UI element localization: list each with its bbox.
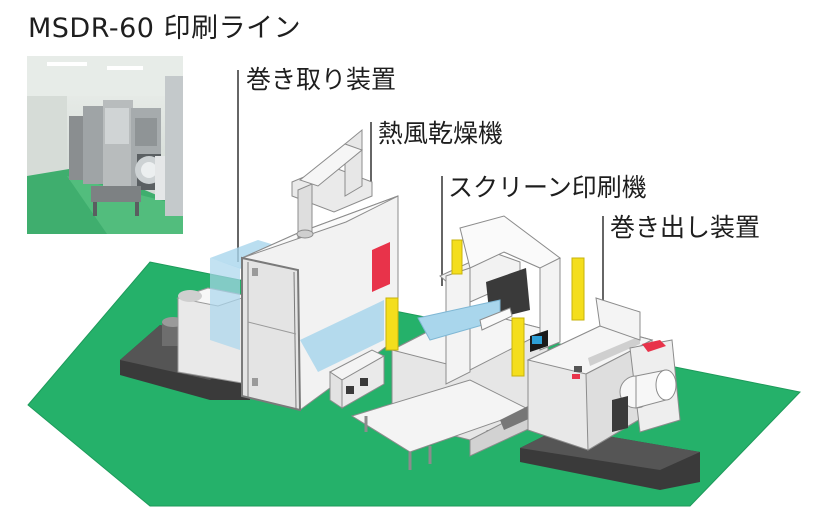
label-unwinder: 巻き出し装置 bbox=[610, 213, 761, 242]
unwinder-unit bbox=[520, 297, 700, 490]
label-screen-printer: スクリーン印刷機 bbox=[448, 173, 647, 202]
screen-printer bbox=[350, 215, 585, 470]
factory-photo bbox=[27, 56, 183, 234]
safety-post bbox=[451, 239, 463, 275]
conveyor-cart bbox=[329, 349, 386, 409]
label-rewinder: 巻き取り装置 bbox=[246, 65, 397, 94]
safety-post bbox=[511, 317, 525, 377]
diagram-title: MSDR-60 印刷ライン bbox=[28, 13, 302, 44]
leader-lines bbox=[237, 70, 604, 316]
safety-post bbox=[385, 297, 399, 351]
dryer-window bbox=[300, 300, 384, 372]
safety-post bbox=[571, 257, 585, 321]
dryer-red-panel bbox=[372, 242, 390, 292]
label-hot-air-dryer: 熱風乾燥機 bbox=[378, 119, 504, 148]
